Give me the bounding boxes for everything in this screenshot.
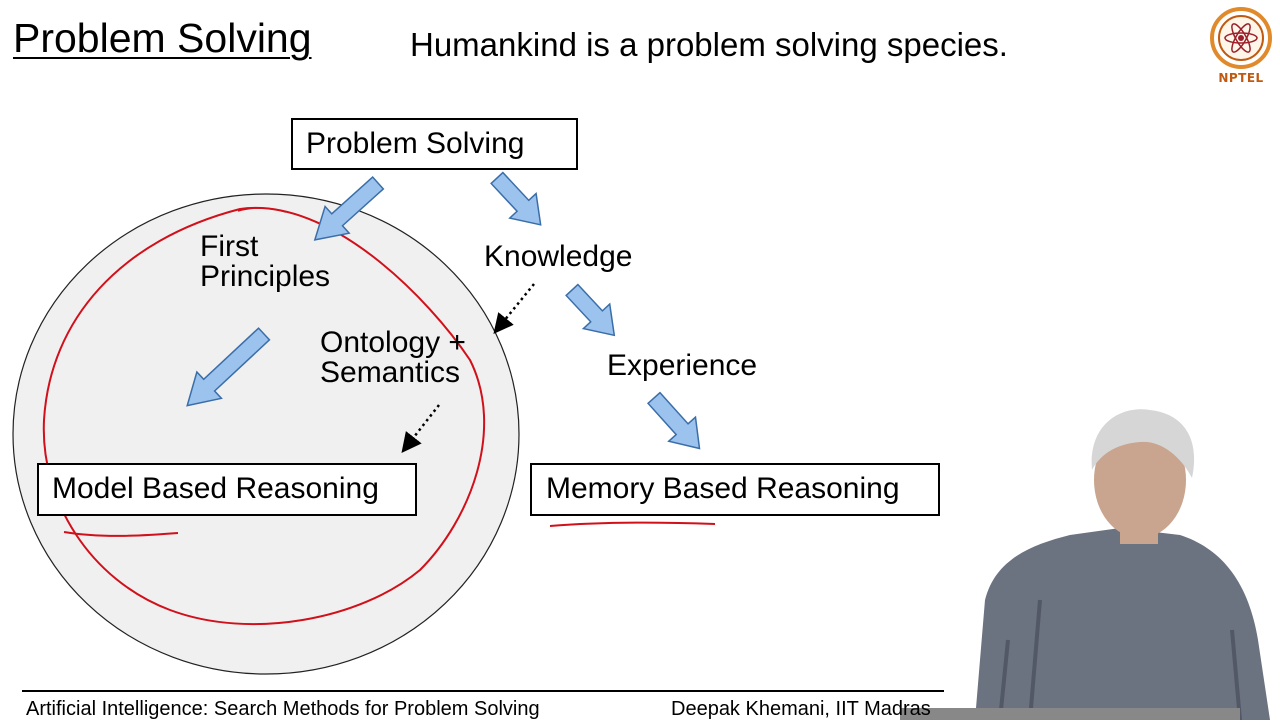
red-annotation-loop bbox=[42, 206, 485, 626]
model-region-circle bbox=[12, 193, 520, 675]
nptel-emblem-icon bbox=[1210, 7, 1272, 69]
arrow-icon bbox=[186, 327, 271, 407]
ontology-semantics-label: Ontology + Semantics bbox=[320, 326, 466, 389]
dotted-arrow-ontology-model bbox=[401, 404, 440, 453]
nptel-logo: NPTEL bbox=[1207, 6, 1275, 88]
model-based-reasoning-box: Model Based Reasoning bbox=[37, 463, 417, 516]
first-principles-label: First Principles bbox=[200, 230, 331, 293]
arrow-icon bbox=[565, 283, 616, 337]
memory-based-reasoning-box: Memory Based Reasoning bbox=[530, 463, 940, 516]
footer-course-title: Artificial Intelligence: Search Methods … bbox=[26, 698, 540, 720]
arrow-icon bbox=[646, 391, 701, 450]
problem-solving-box: Problem Solving bbox=[291, 118, 578, 170]
red-annotation-tick bbox=[237, 207, 287, 213]
slide-title: Problem Solving bbox=[13, 15, 312, 61]
footer-divider bbox=[22, 690, 944, 692]
slide-tagline: Humankind is a problem solving species. bbox=[410, 26, 1008, 63]
red-underline-model bbox=[63, 531, 179, 537]
experience-label: Experience bbox=[607, 349, 758, 382]
arrow-icon bbox=[490, 171, 542, 226]
nptel-logo-text: NPTEL bbox=[1218, 71, 1264, 85]
footer-author: Deepak Khemani, IIT Madras bbox=[671, 698, 931, 720]
arrow-icon bbox=[313, 175, 385, 241]
dotted-arrow-knowledge-ontology bbox=[493, 283, 535, 334]
knowledge-label: Knowledge bbox=[484, 240, 633, 273]
presenter-figure bbox=[900, 409, 1270, 720]
red-underline-memory bbox=[549, 521, 716, 527]
